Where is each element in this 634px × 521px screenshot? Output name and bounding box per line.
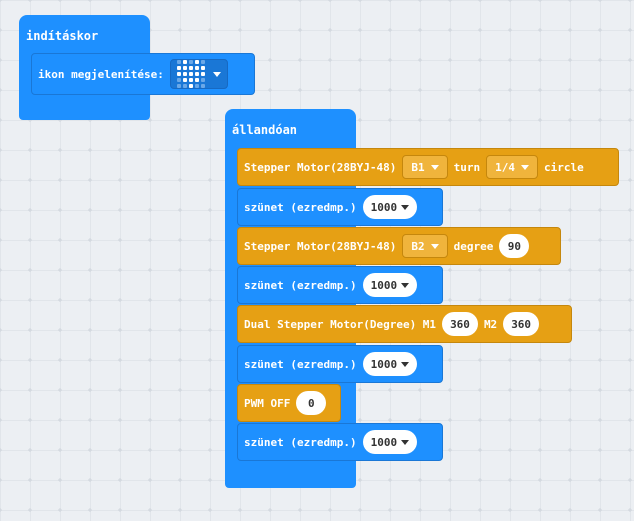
pwm-off-block[interactable]: PWM OFF 0 <box>237 384 341 422</box>
pause-value-1: 1000 <box>370 200 398 214</box>
m2-input[interactable]: 360 <box>503 312 540 336</box>
show-icon-block[interactable]: ikon megjelenítése: <box>31 53 255 95</box>
m2-value: 360 <box>511 317 532 331</box>
icon-picker[interactable] <box>169 59 228 89</box>
degree-input[interactable]: 90 <box>499 234 530 258</box>
degree-value: 90 <box>507 239 521 253</box>
stepper-motor-block-1[interactable]: Stepper Motor(28BYJ-48) B1 turn 1/4 circ… <box>237 148 619 186</box>
m2-label: M2 <box>483 317 498 331</box>
m1-value: 360 <box>450 317 470 331</box>
stepper-label-1: Stepper Motor(28BYJ-48) <box>244 160 397 174</box>
chevron-down-icon <box>401 439 410 445</box>
pause-label-3: szünet (ezredmp.) <box>244 357 357 371</box>
pause-label-4: szünet (ezredmp.) <box>244 435 357 449</box>
on-start-title: indításkor <box>26 29 99 43</box>
chevron-down-icon <box>520 164 529 170</box>
circle-label: circle <box>543 160 584 174</box>
pwm-input[interactable]: 0 <box>296 391 327 415</box>
dual-stepper-label: Dual Stepper Motor(Degree) M1 <box>244 317 437 331</box>
chevron-down-icon <box>430 164 439 170</box>
chevron-down-icon <box>401 204 410 210</box>
pause-value-3: 1000 <box>370 357 398 371</box>
m1-input[interactable]: 360 <box>442 312 478 336</box>
degree-label: degree <box>453 239 494 253</box>
motor-value-2: B2 <box>411 239 425 253</box>
pause-label-2: szünet (ezredmp.) <box>244 278 357 292</box>
pause-value-dropdown-1[interactable]: 1000 <box>362 195 418 219</box>
motor-value-1: B1 <box>411 160 425 174</box>
pause-block-1[interactable]: szünet (ezredmp.) 1000 <box>237 188 443 226</box>
pwm-off-label: PWM OFF <box>244 396 291 410</box>
heart-icon <box>176 60 205 88</box>
chevron-down-icon <box>212 71 221 77</box>
show-icon-label: ikon megjelenítése: <box>38 67 164 81</box>
pause-value-4: 1000 <box>370 435 398 449</box>
pause-value-dropdown-4[interactable]: 1000 <box>362 430 418 454</box>
motor-dropdown-2[interactable]: B2 <box>402 234 448 258</box>
stepper-label-2: Stepper Motor(28BYJ-48) <box>244 239 397 253</box>
turn-amount-dropdown[interactable]: 1/4 <box>486 155 538 179</box>
pause-value-dropdown-3[interactable]: 1000 <box>362 352 418 376</box>
pwm-value: 0 <box>308 396 315 410</box>
chevron-down-icon <box>401 361 410 367</box>
pause-value-2: 1000 <box>370 278 398 292</box>
forever-title: állandóan <box>232 123 298 137</box>
pause-block-4[interactable]: szünet (ezredmp.) 1000 <box>237 423 443 461</box>
pause-label-1: szünet (ezredmp.) <box>244 200 357 214</box>
pause-block-3[interactable]: szünet (ezredmp.) 1000 <box>237 345 443 383</box>
turn-amount-value: 1/4 <box>495 160 515 174</box>
pause-value-dropdown-2[interactable]: 1000 <box>362 273 418 297</box>
stepper-motor-block-2[interactable]: Stepper Motor(28BYJ-48) B2 degree 90 <box>237 227 561 265</box>
turn-label: turn <box>453 160 481 174</box>
pause-block-2[interactable]: szünet (ezredmp.) 1000 <box>237 266 443 304</box>
motor-dropdown-1[interactable]: B1 <box>402 155 448 179</box>
chevron-down-icon <box>430 243 439 249</box>
chevron-down-icon <box>401 282 410 288</box>
dual-stepper-block[interactable]: Dual Stepper Motor(Degree) M1 360 M2 360 <box>237 305 572 343</box>
